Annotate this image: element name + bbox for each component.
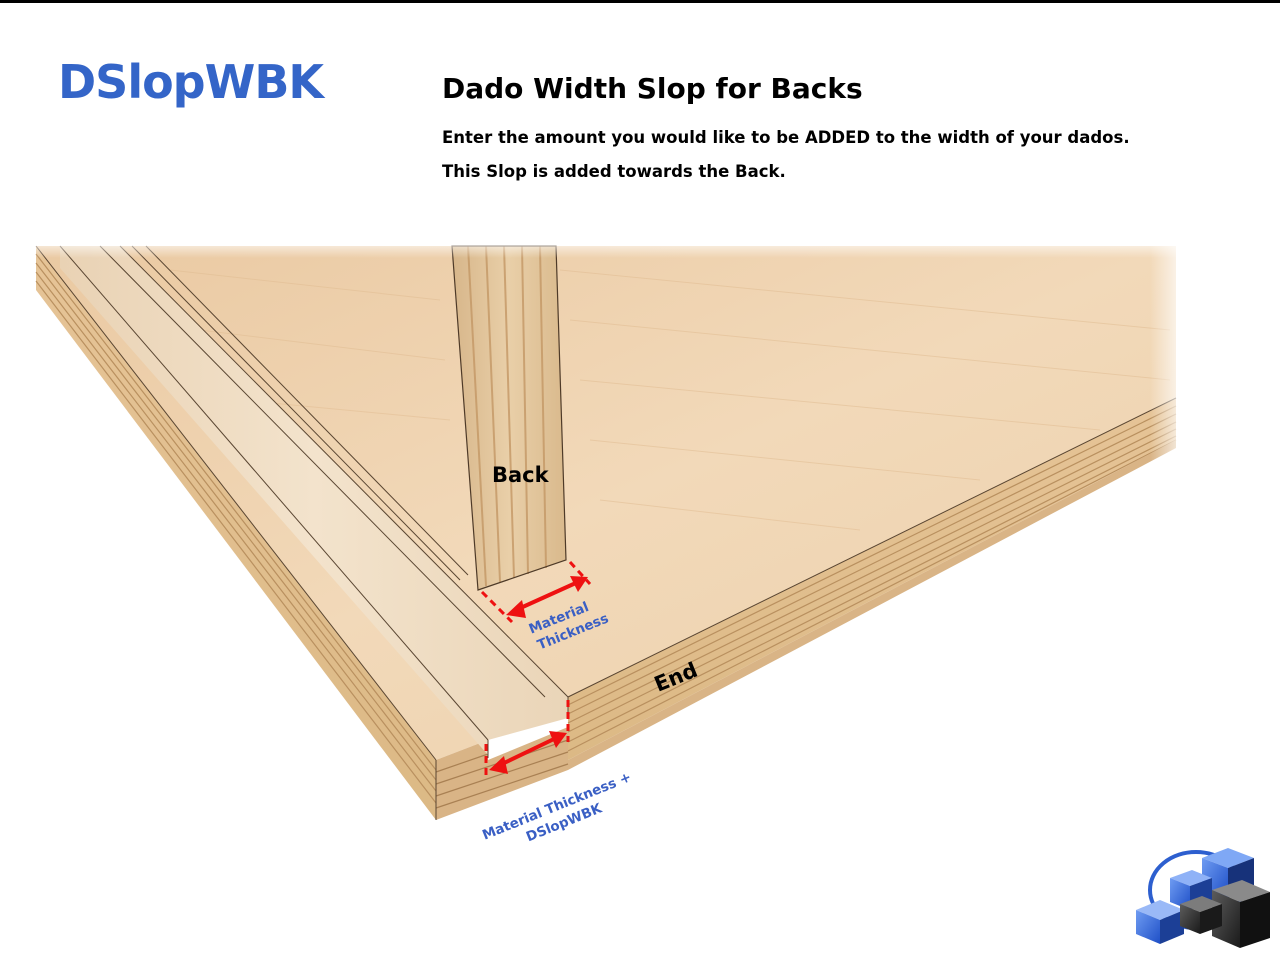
cube-cluster-logo-icon [1136, 848, 1270, 948]
end-panel [30, 236, 1190, 820]
right-fade [1150, 236, 1190, 466]
top-fade [30, 236, 1190, 258]
back-label: Back [492, 463, 550, 487]
